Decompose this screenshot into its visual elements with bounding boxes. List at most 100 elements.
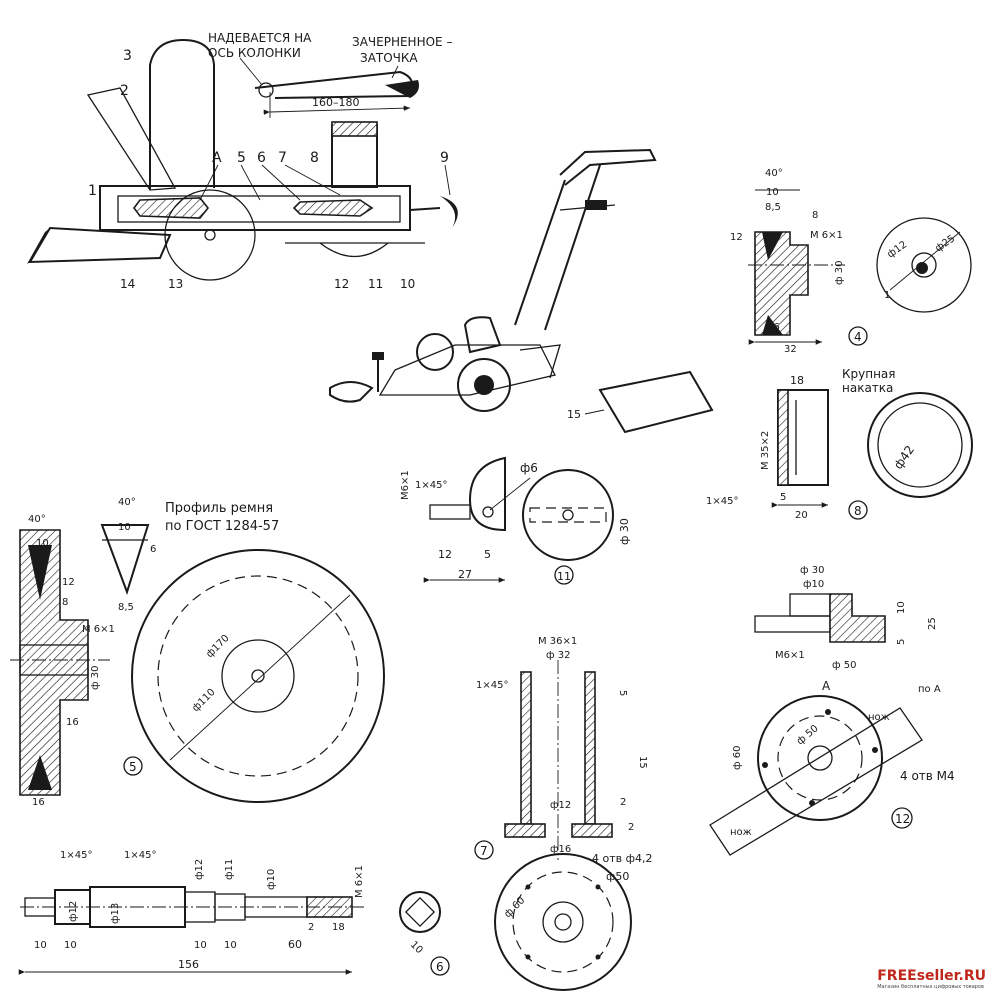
label-10: 10 <box>400 277 415 291</box>
part-11: М6×1 1×45° ф6 12 5 27 ф 30 11 <box>400 456 631 585</box>
mower-guard <box>519 344 561 379</box>
label-2: 2 <box>120 83 129 99</box>
label-A: А <box>212 150 222 166</box>
watermark-brand: FREEseller.RU <box>877 968 986 984</box>
part-11-id-circle <box>554 565 574 585</box>
handle-stem <box>409 207 441 211</box>
part-11-face-hole <box>562 509 574 521</box>
part-7-face-bolt <box>512 871 614 973</box>
part-4-mark: 1 <box>884 290 890 301</box>
frame-slot <box>117 195 401 223</box>
part-6-d10a: 10 <box>34 940 47 951</box>
leader-9 <box>444 164 451 196</box>
part-7-phi60: ф 60 <box>502 895 527 920</box>
part-5-d10: 10 <box>36 538 49 549</box>
part-7-hole-3 <box>525 954 531 960</box>
belt-profile: 40° 10 6 8,5 Профиль ремня по ГОСТ 1284-… <box>100 497 279 613</box>
belt-left <box>133 197 210 219</box>
belt-profile-shape <box>100 524 150 596</box>
part-4-id: 4 <box>854 330 862 344</box>
part-11-slot <box>529 507 607 523</box>
part-12-thread: М6×1 <box>775 650 805 661</box>
wheel-hub <box>204 229 216 241</box>
part-3-disk <box>149 38 215 190</box>
mower-perspective <box>329 148 657 412</box>
part-11-face <box>522 469 614 561</box>
part-5-groove <box>28 545 52 600</box>
part-7-chamfer: 1×45° <box>476 680 508 691</box>
part-12-face-bolt <box>777 715 863 801</box>
part-5-d8_5: 8,5 <box>34 552 50 563</box>
part-11-disk <box>319 242 389 257</box>
part-4-section <box>754 231 809 336</box>
part-6-d2: 2 <box>308 922 314 933</box>
part-4-d16: 16 <box>767 322 780 333</box>
part-11-chamfer: 1×45° <box>415 480 447 491</box>
part-15-block <box>598 370 714 434</box>
part-12-face <box>757 695 883 821</box>
part-7-wall-right <box>584 671 596 825</box>
belt-angle: 40° <box>118 497 136 508</box>
part-5-dia-line <box>169 594 351 761</box>
label-8: 8 <box>310 150 319 166</box>
part-5-d8: 8 <box>62 597 68 608</box>
belt-d6: 6 <box>150 544 156 555</box>
part-11-head <box>468 456 506 532</box>
part-4-hub <box>916 262 928 274</box>
part-6-phi12b: ф12 <box>194 859 205 880</box>
part-6-phi11: ф11 <box>224 859 235 880</box>
mower-deck <box>378 344 556 396</box>
part-12-phi50b: ф 50 <box>795 723 821 747</box>
part-11-shank <box>429 504 471 520</box>
note-mount-line1: НАДЕВАЕТСЯ НА <box>208 31 312 45</box>
label-9: 9 <box>440 150 449 166</box>
part-7-hole-4 <box>595 954 601 960</box>
part-5-phi30: ф 30 <box>90 666 101 690</box>
belt-title1: Профиль ремня <box>165 501 273 516</box>
part-7-face-inner <box>542 901 584 943</box>
front-wheel <box>164 189 256 281</box>
watermark-tagline: Магазин бесплатных цифровых товаров <box>877 984 984 990</box>
part-6-d10c: 10 <box>194 940 207 951</box>
note-mount-line2: ОСЬ КОЛОНКИ <box>208 46 301 60</box>
part-6-phi13: ф13 <box>110 903 121 924</box>
mower-motor <box>463 316 502 354</box>
part-7-thread: М 36×1 <box>538 636 577 647</box>
part-4-d12: 12 <box>730 232 743 243</box>
lever-pivot <box>258 82 274 98</box>
part-7-hole-2 <box>595 884 601 890</box>
mower-rear-wheel <box>457 358 511 412</box>
part-7-phi12: ф12 <box>550 800 571 811</box>
part-5-thread: М 6×1 <box>82 624 115 635</box>
part-12-holes: 4 отв М4 <box>900 769 955 783</box>
part-12-phi60: ф 60 <box>732 746 743 770</box>
mower-bar-right <box>544 164 601 331</box>
leader-A <box>199 164 219 201</box>
part-5-face-outer <box>131 549 385 803</box>
part-7: М 36×1 ф 32 1×45° 5 15 2 2 ф12 ф16 4 отв… <box>474 636 653 991</box>
part-12-hole-1 <box>825 709 831 715</box>
part-6-ch1: 1×45° <box>60 850 92 861</box>
part-6-phi12a: ф12 <box>68 901 79 922</box>
leader-sharpen <box>391 65 399 79</box>
watermark: FREEseller.RU Магазин бесплатных цифровы… <box>877 968 986 990</box>
part-6-id: 6 <box>436 960 444 974</box>
part-11-d5: 5 <box>484 548 491 561</box>
part-8-face-inner <box>877 402 963 488</box>
part-5-d16b: 16 <box>32 797 45 808</box>
part-8: 18 Крупная накатка М 35×2 1×45° 5 20 ф42… <box>706 367 973 521</box>
part-6-d10b: 10 <box>64 940 77 951</box>
part-8-d18: 18 <box>790 374 804 387</box>
part-5: 40° 10 8,5 12 8 М 6×1 ф 30 16 16 ф170 ф1… <box>10 514 385 808</box>
part-2-guard <box>86 87 177 191</box>
skid-edge <box>27 228 50 264</box>
part-11-d12: 12 <box>438 548 452 561</box>
dim-lever-line <box>263 105 411 115</box>
part-8-d5: 5 <box>780 492 786 503</box>
label-7: 7 <box>278 150 287 166</box>
part-12-phi30: ф 30 <box>800 565 824 576</box>
part-7-phi32: ф 32 <box>546 650 570 661</box>
lever-tip <box>385 80 419 98</box>
part-4-thread: М 6×1 <box>810 230 843 241</box>
part-12: ф 30 ф10 10 25 5 М6×1 ф 50 А по А ф 60 ф… <box>709 565 955 856</box>
